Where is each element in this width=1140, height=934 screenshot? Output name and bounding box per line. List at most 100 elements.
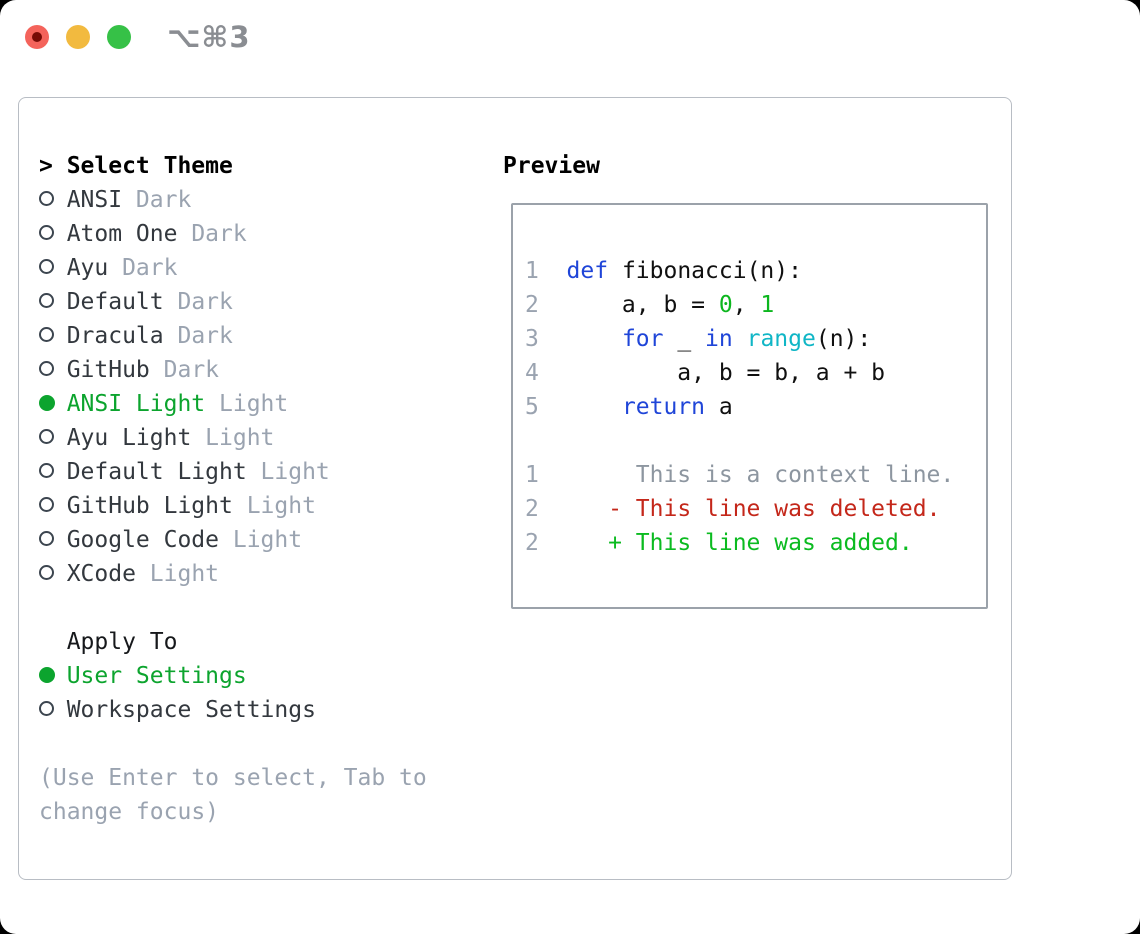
line-number: 2: [525, 496, 539, 522]
option-label: GitHub: [66, 357, 150, 383]
radio-icon: [39, 327, 54, 342]
line-number: 2: [525, 530, 539, 556]
radio-icon: [39, 361, 54, 376]
option-label: Ayu Light: [66, 425, 192, 451]
option-label: Google Code: [66, 527, 220, 553]
code-segment: 0: [718, 292, 733, 318]
theme-option[interactable]: Default Light Light: [39, 455, 330, 489]
option-label: ANSI: [66, 187, 123, 213]
variant-tag: Dark: [135, 187, 192, 213]
variant-tag: Light: [246, 493, 316, 519]
code-line: 2 - This line was deleted.: [525, 492, 986, 526]
minimize-button-icon[interactable]: [66, 25, 90, 49]
apply-to-title: Apply To: [66, 629, 178, 655]
apply-option[interactable]: User Settings: [39, 659, 316, 693]
variant-tag: Light: [260, 459, 330, 485]
code-segment: def: [566, 258, 609, 284]
code-segment: (n):: [815, 326, 872, 352]
line-number: 3: [525, 326, 539, 352]
option-label: Dracula: [66, 323, 164, 349]
code-line: 4 a, b = b, a + b: [525, 356, 986, 390]
code-segment: [553, 326, 622, 352]
code-segment: in: [705, 326, 733, 352]
code-line: 2 a, b = 0, 1: [525, 288, 986, 322]
code-segment: return: [621, 394, 706, 420]
window-title: ⌥⌘3: [167, 20, 251, 54]
variant-tag: Light: [205, 425, 275, 451]
theme-option[interactable]: ANSI Dark: [39, 183, 330, 217]
radio-icon: [39, 429, 54, 444]
radio-selected-icon: [39, 666, 55, 683]
code-segment: This is a context line.: [552, 462, 955, 488]
code-segment: fibonacci(n):: [608, 258, 802, 284]
code-segment: for: [621, 326, 664, 352]
option-label: Workspace Settings: [66, 697, 316, 723]
option-label: Default: [66, 289, 164, 315]
code-segment: ,: [732, 292, 761, 318]
radio-icon: [39, 497, 54, 512]
code-segment: + This line was added.: [608, 530, 913, 556]
radio-icon: [39, 565, 54, 580]
theme-option[interactable]: Google Code Light: [39, 523, 330, 557]
theme-option[interactable]: ANSI Light Light: [39, 387, 330, 421]
zoom-button-icon[interactable]: [107, 25, 131, 49]
variant-tag: Dark: [122, 255, 178, 281]
line-number: 1: [525, 258, 539, 284]
option-label: ANSI Light: [66, 391, 206, 417]
code-segment: [553, 496, 608, 522]
close-dot-icon: [32, 32, 42, 42]
help-line: (Use Enter to select, Tab to: [39, 765, 427, 791]
line-number: 1: [525, 462, 539, 488]
option-label: Default Light: [66, 459, 247, 485]
radio-icon: [39, 701, 54, 716]
code-segment: [553, 394, 622, 420]
code-line: 3 for _ in range(n):: [525, 322, 986, 356]
code-segment: [733, 326, 747, 352]
code-line: [525, 424, 986, 458]
code-segment: [553, 258, 567, 284]
theme-option[interactable]: Ayu Light Light: [39, 421, 330, 455]
help-line: change focus): [39, 799, 220, 825]
radio-icon: [39, 531, 54, 546]
code-segment: 1: [760, 292, 775, 318]
option-label: GitHub Light: [66, 493, 233, 519]
theme-option[interactable]: Atom One Dark: [39, 217, 330, 251]
radio-icon: [39, 259, 54, 274]
option-label: Ayu: [66, 255, 109, 281]
code-line: 1 def fibonacci(n):: [525, 254, 986, 288]
prompt-icon: >: [39, 153, 53, 179]
theme-option[interactable]: GitHub Light Light: [39, 489, 330, 523]
titlebar: ⌥⌘3: [0, 0, 1140, 74]
close-button-icon[interactable]: [25, 25, 49, 49]
option-label: User Settings: [66, 663, 247, 689]
variant-tag: Dark: [163, 357, 220, 383]
option-label: Atom One: [66, 221, 178, 247]
code-segment: a: [705, 394, 733, 420]
variant-tag: Dark: [191, 221, 247, 247]
apply-option[interactable]: Workspace Settings: [39, 693, 316, 727]
variant-tag: Light: [232, 527, 303, 553]
radio-icon: [39, 463, 54, 478]
apply-to-header: Apply To: [39, 625, 178, 659]
theme-option[interactable]: Ayu Dark: [39, 251, 330, 285]
theme-option[interactable]: GitHub Dark: [39, 353, 330, 387]
code-line: 2 + This line was added.: [525, 526, 986, 560]
radio-icon: [39, 293, 54, 308]
preview-title: Preview: [503, 153, 600, 179]
radio-selected-icon: [39, 394, 55, 411]
line-number: 2: [525, 292, 539, 318]
code-segment: - This line was deleted.: [608, 496, 941, 522]
code-segment: _: [663, 326, 706, 352]
variant-tag: Light: [219, 391, 289, 417]
code-line: 1 This is a context line.: [525, 458, 986, 492]
radio-icon: [39, 191, 54, 206]
